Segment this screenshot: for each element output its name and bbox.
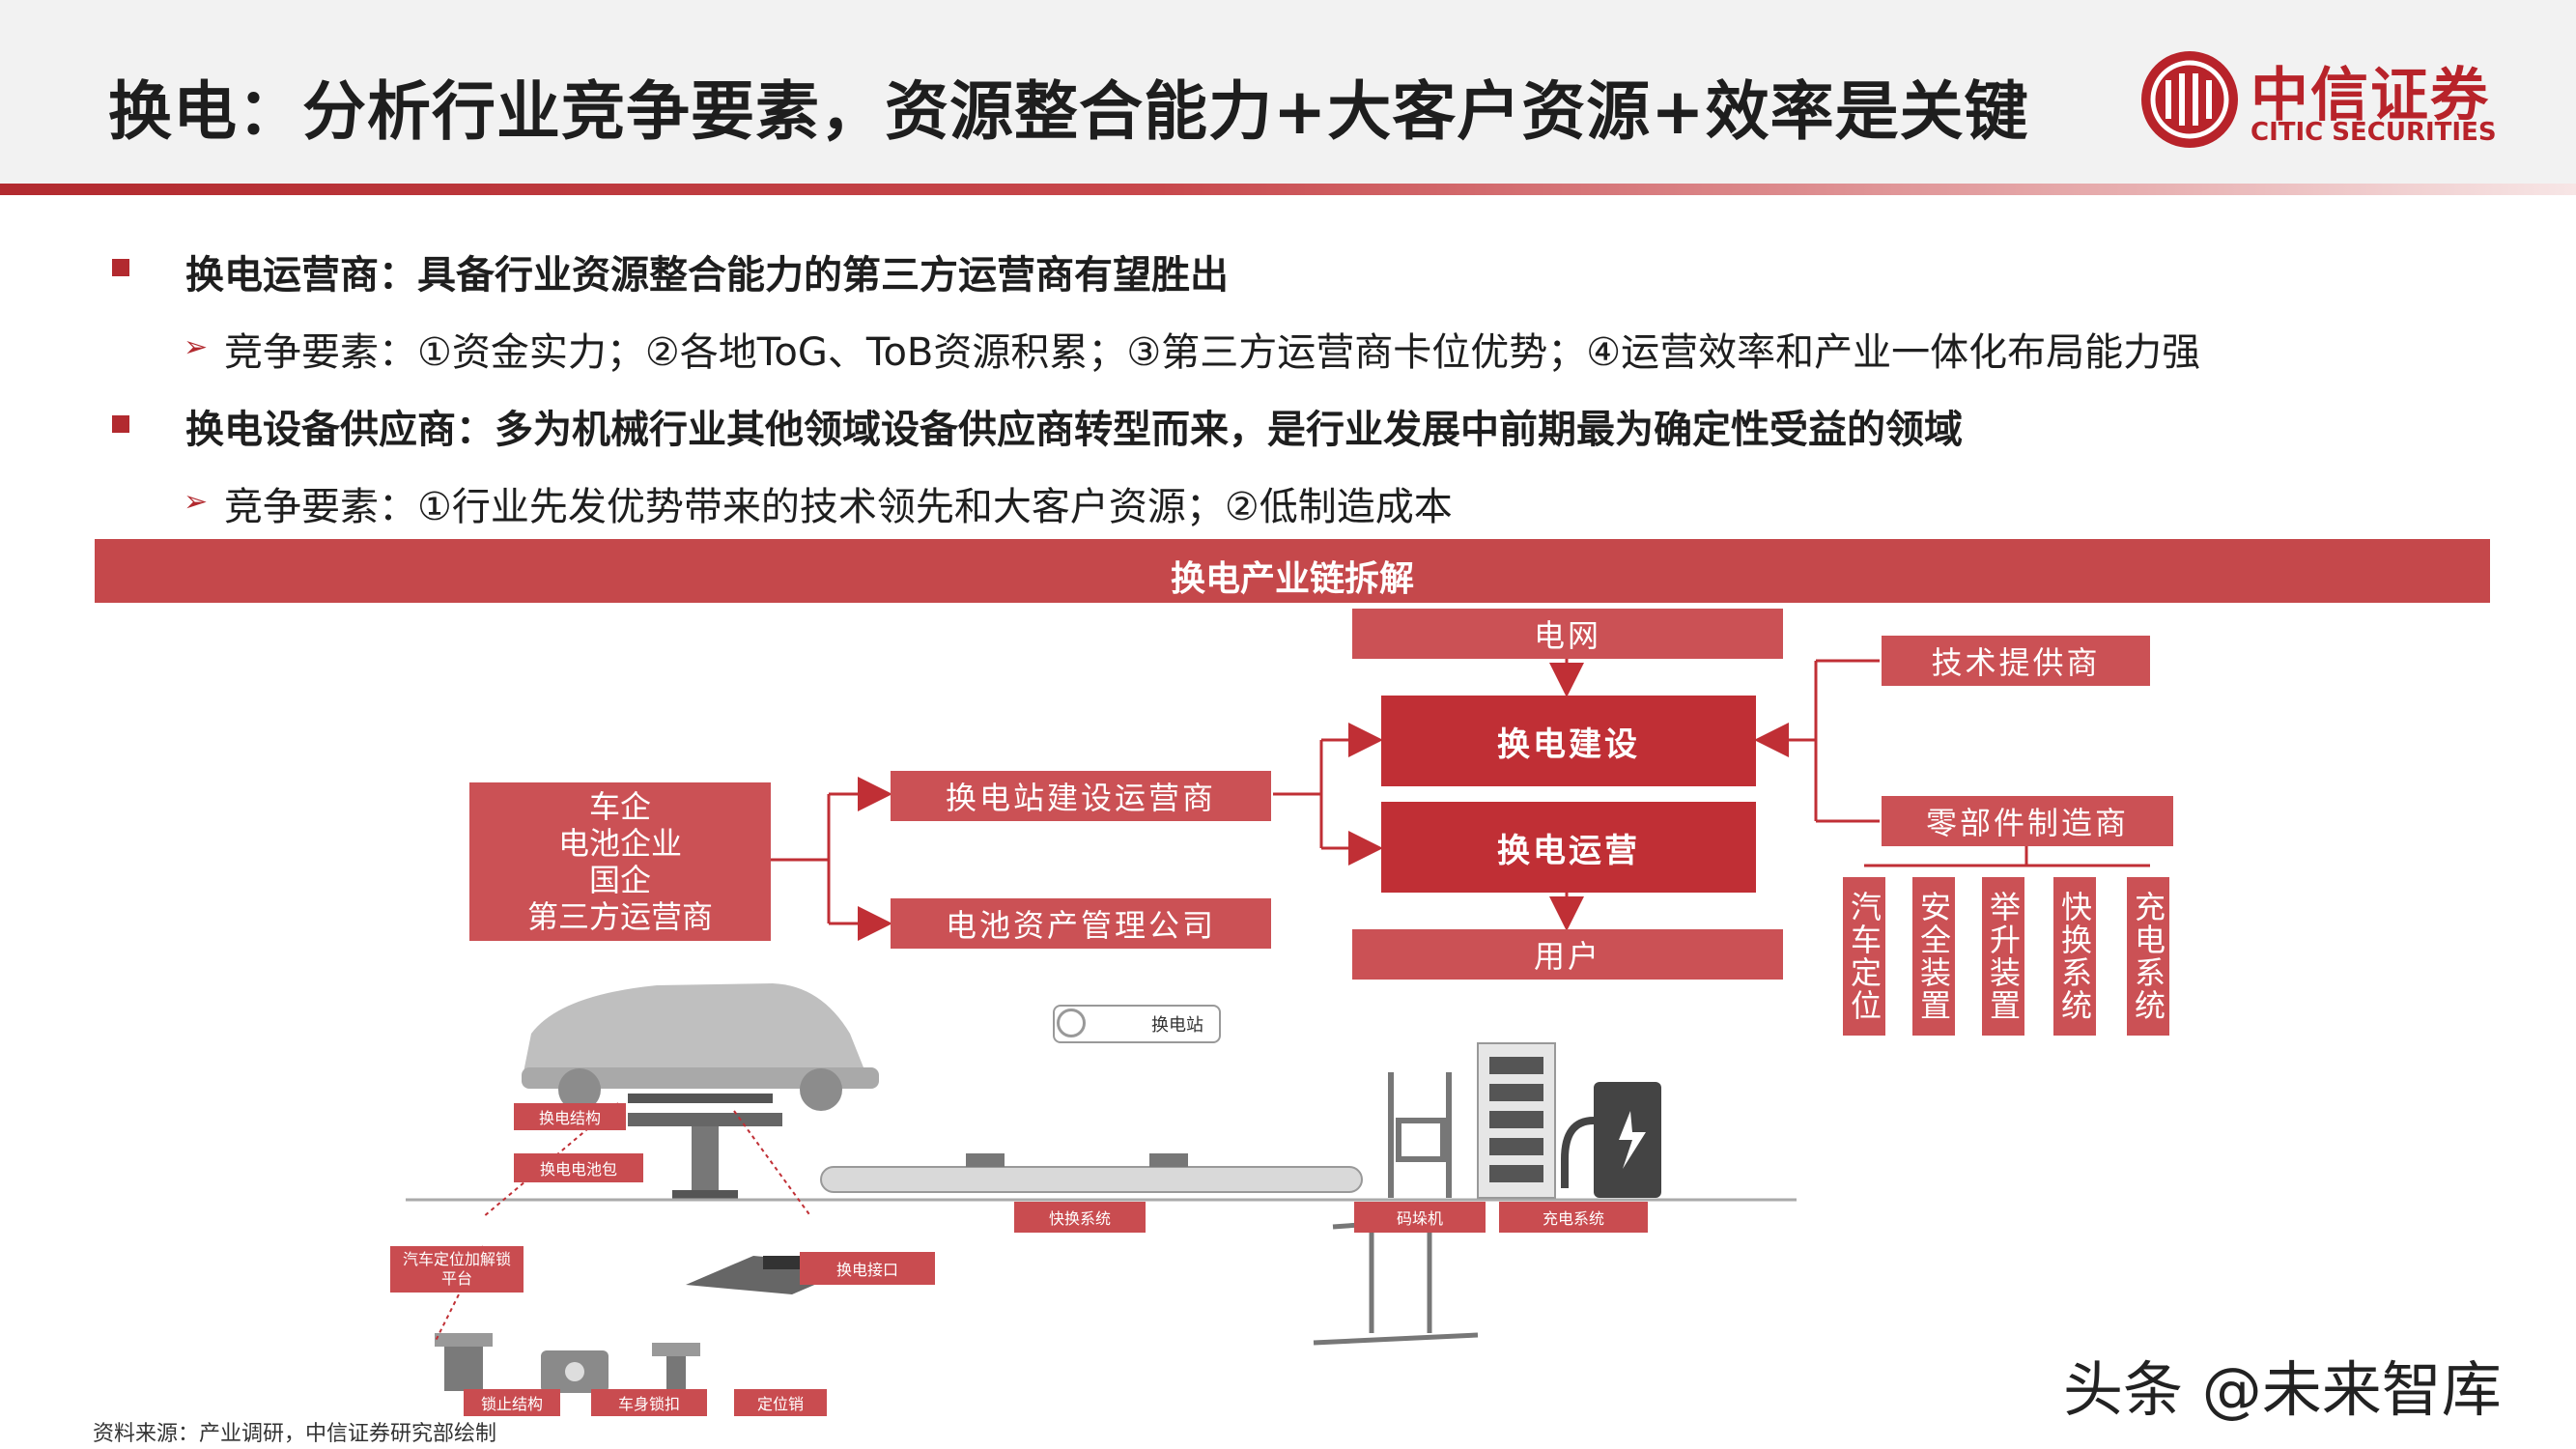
- section-banner: [95, 539, 2490, 603]
- source-footnote: 资料来源：产业调研，中信证券研究部绘制: [93, 1422, 497, 1446]
- citic-logo-icon: [2141, 51, 2238, 148]
- label-quick-swap: 快换系统: [1014, 1202, 1146, 1233]
- label-swap-structure: 换电结构: [514, 1103, 626, 1130]
- battery-rack-icon: [1477, 1042, 1556, 1199]
- operator-box: 换电站建设运营商: [891, 771, 1271, 821]
- asset-mgmt-box: 电池资产管理公司: [891, 898, 1271, 949]
- part-lifting: 举升装置: [1982, 877, 2024, 1036]
- tech-provider-box: 技术提供商: [1882, 636, 2150, 686]
- parts-maker-box: 零部件制造商: [1882, 796, 2173, 846]
- sub-arrow-icon: ➢: [184, 485, 209, 519]
- part-quick-swap: 快换系统: [2053, 877, 2096, 1036]
- player-battery-firm: 电池企业: [557, 825, 682, 862]
- industry-players-box: 车企 电池企业 国企 第三方运营商: [469, 782, 771, 941]
- part-positioning: 汽车定位: [1843, 877, 1885, 1036]
- label-body-lock: 车身锁扣: [591, 1389, 707, 1416]
- logo-chinese-name: 中信证券: [2250, 62, 2490, 129]
- pin-icon: [652, 1343, 700, 1395]
- bullet-1-main: 换电运营商：具备行业资源整合能力的第三方运营商有望胜出: [185, 253, 1229, 298]
- label-connector: 换电接口: [800, 1252, 935, 1285]
- body-lock-icon: [541, 1350, 609, 1393]
- car-icon: [522, 983, 879, 1111]
- swap-robot-icon: [1313, 1214, 1479, 1346]
- label-platform: 汽车定位加解锁平台: [390, 1246, 524, 1293]
- bullet-2-sub: 竞争要素：①行业先发优势带来的技术领先和大客户资源；②低制造成本: [224, 485, 1453, 529]
- user-box: 用户: [1352, 929, 1783, 980]
- player-state-owned: 国企: [588, 862, 651, 898]
- bullet-2-main: 换电设备供应商：多为机械行业其他领域设备供应商转型而来，是行业发展中前期最为确定…: [185, 408, 1963, 452]
- label-stacker: 码垛机: [1354, 1202, 1486, 1233]
- charger-icon: [1561, 1082, 1661, 1198]
- watermark: 头条 @未来智库: [2063, 1354, 2502, 1425]
- lightning-icon: [1057, 1009, 1086, 1037]
- bullet-marker: [112, 415, 129, 433]
- section-banner-title: 换电产业链拆解: [1170, 559, 1414, 599]
- player-automaker: 车企: [588, 788, 651, 825]
- label-charging: 充电系统: [1499, 1202, 1648, 1233]
- lock-icon: [435, 1333, 493, 1391]
- part-charging: 充电系统: [2127, 877, 2169, 1036]
- grid-box: 电网: [1352, 609, 1783, 659]
- header-divider: [0, 184, 2576, 195]
- logo-english-name: CITIC SECURITIES: [2250, 118, 2497, 147]
- construction-box: 换电建设: [1381, 696, 1756, 786]
- part-safety: 安全装置: [1912, 877, 1955, 1036]
- bullet-marker: [112, 259, 129, 276]
- page-title: 换电：分析行业竞争要素，资源整合能力+大客户资源+效率是关键: [108, 74, 2029, 149]
- label-lock: 锁止结构: [464, 1389, 560, 1416]
- bullet-1-sub: 竞争要素：①资金实力；②各地ToG、ToB资源积累；③第三方运营商卡位优势；④运…: [224, 330, 2201, 375]
- label-swap-pack: 换电电池包: [514, 1153, 643, 1182]
- stacker-icon: [1388, 1072, 1452, 1198]
- operation-box: 换电运营: [1381, 802, 1756, 893]
- conveyor-icon: [820, 1153, 1363, 1193]
- player-third-party: 第三方运营商: [526, 898, 713, 935]
- station-badge-label: 换电站: [1151, 1015, 1203, 1036]
- lift-table-icon: [628, 1113, 782, 1200]
- label-pin: 定位销: [734, 1389, 827, 1416]
- sub-arrow-icon: ➢: [184, 330, 209, 364]
